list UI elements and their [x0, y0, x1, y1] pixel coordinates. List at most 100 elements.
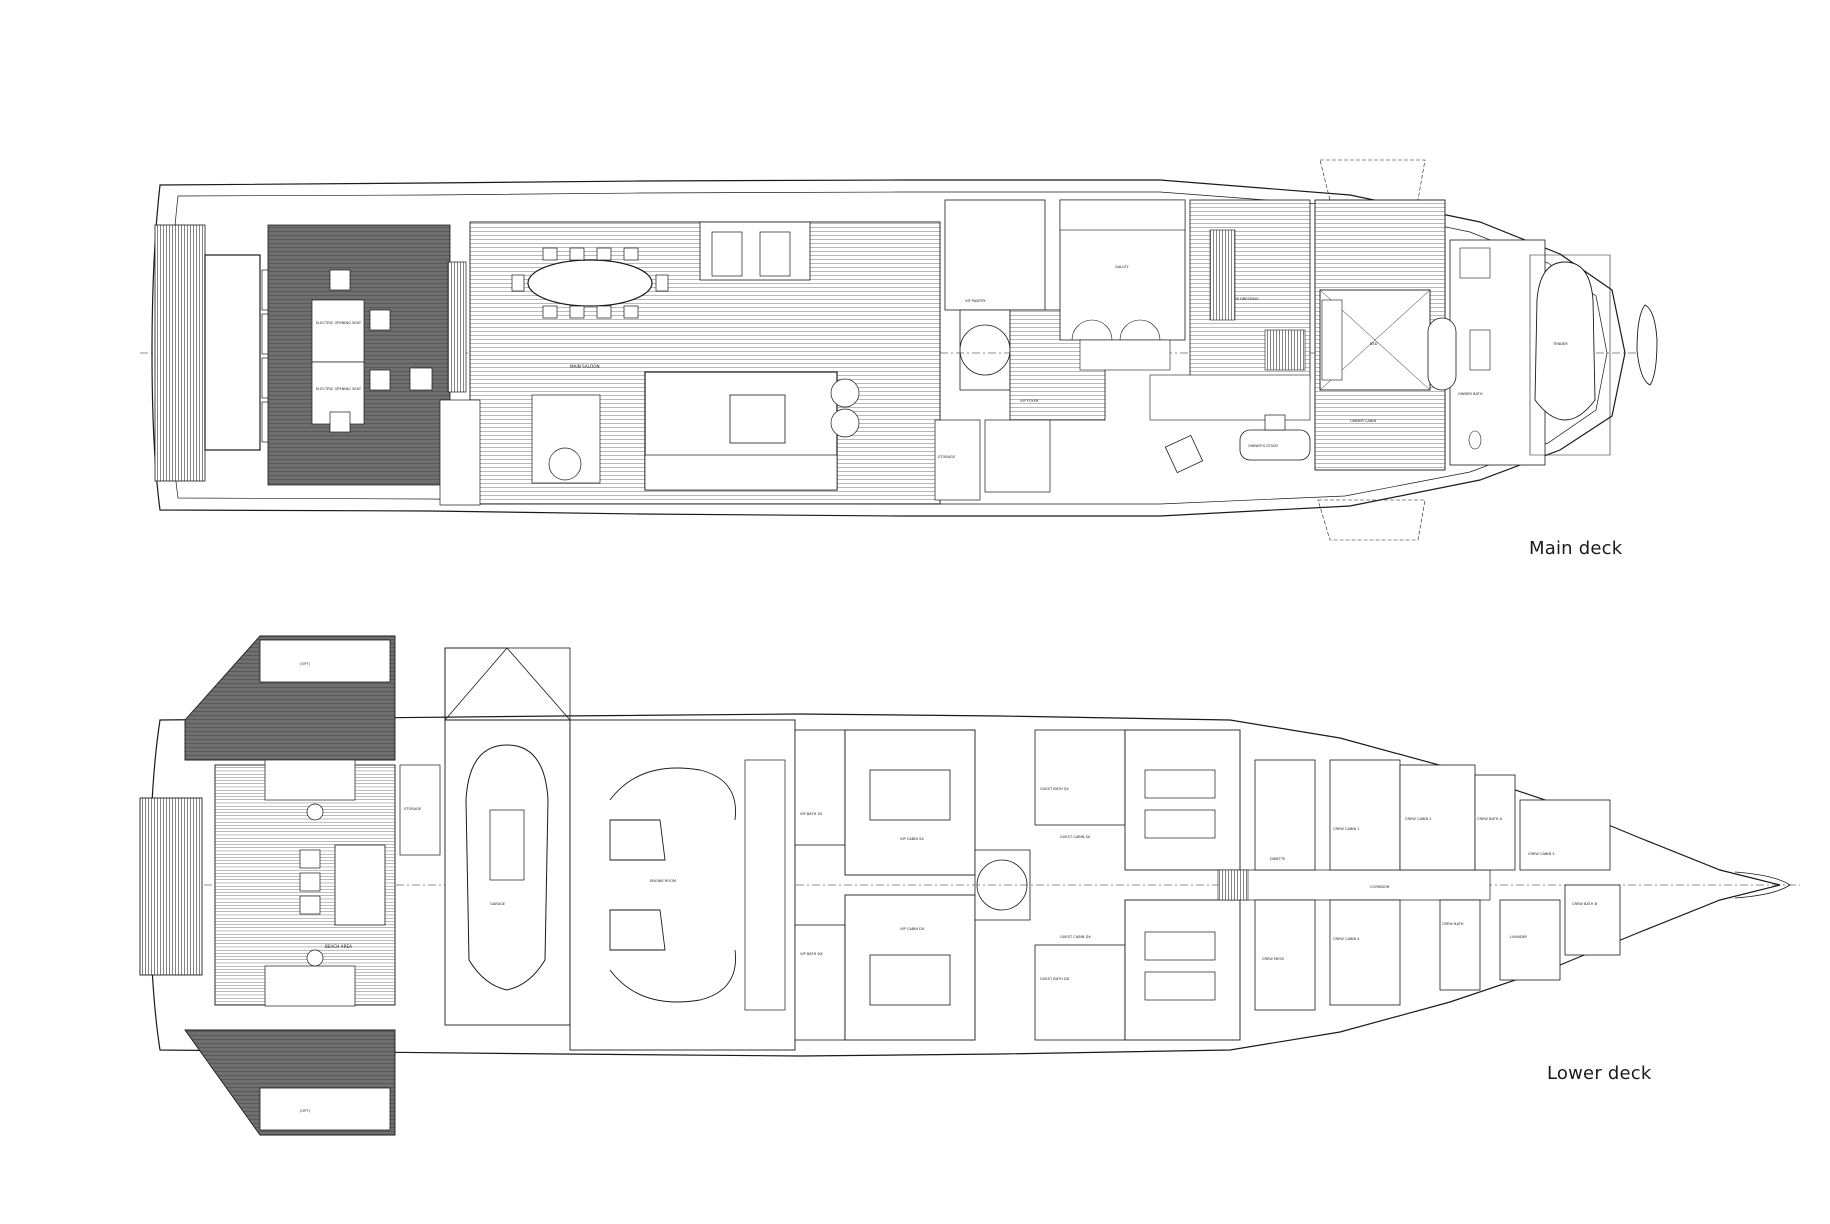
galley-counter-1 — [1059, 199, 1186, 231]
hatch — [409, 367, 433, 391]
opt-label-2: (OPT) — [300, 1109, 311, 1113]
dinette-label: DINETTE — [1270, 857, 1286, 861]
dining-table — [527, 259, 653, 307]
saloon-sideboard — [447, 261, 467, 393]
galley-label: GALLEY — [1115, 265, 1130, 269]
spiral-stair — [959, 309, 1011, 391]
electric-seat-label-2: ELECTRIC OPENING SEAT — [316, 387, 362, 391]
crew-bath-b-label: CREW BATH — [1442, 922, 1464, 926]
crew-cabin-4-label: CREW CABIN 4 — [1333, 937, 1360, 941]
owner-pillows — [1321, 299, 1343, 381]
crew-bath-a-label: CREW BATH A — [1477, 817, 1503, 821]
wardrobe-1 — [1209, 229, 1236, 321]
owner-dressing-label: OWNER DRESSING — [1225, 297, 1259, 301]
lower-swim-platform — [139, 797, 203, 976]
main-deck: ELECTRIC OPENING SEAT ELECTRIC OPENING S… — [140, 159, 1658, 541]
guest-bed-dx-2 — [1144, 971, 1216, 1001]
crew-mess-label: CREW MESS — [1262, 957, 1285, 961]
crew-bath-a — [1474, 774, 1516, 871]
stool-2 — [369, 309, 391, 331]
owner-wc — [1468, 430, 1482, 450]
engine-port — [609, 767, 737, 861]
owner-chair — [1264, 414, 1286, 431]
tender-hull — [1534, 261, 1596, 421]
vip-cabin-dx-label: VIP CABIN DX — [900, 927, 925, 931]
crew-bath-b2 — [1564, 884, 1621, 956]
lounge-sofa-back — [644, 454, 838, 491]
main-deck-caption: Main deck — [1529, 538, 1623, 559]
lower-deck-caption: Lower deck — [1547, 1063, 1652, 1084]
guest-bath-sx-label: GUEST BATH SX — [1040, 787, 1069, 791]
beach-round-table-1 — [306, 803, 324, 821]
armchair-2 — [830, 408, 860, 438]
stool-4 — [329, 411, 351, 433]
vip-bath-sx-label: VIP BATH SX — [800, 812, 823, 816]
side-platform-stbd-bench — [259, 1087, 391, 1131]
galley-door-arc-1 — [1071, 319, 1113, 341]
guest-cabin-sx-label: GUEST CABIN SX — [1060, 835, 1091, 839]
vip-bath-dx-label: VIP BATH DX — [800, 952, 823, 956]
beach-storage — [399, 764, 441, 856]
guest-bed-sx-2 — [1144, 809, 1216, 839]
vip-cabin-sx-label: VIP CABIN SX — [900, 837, 924, 841]
crew-cabin-4 — [1329, 899, 1401, 1006]
guest-bed-sx-1 — [1144, 769, 1216, 799]
tender-label: TENDER — [1552, 342, 1568, 346]
stair-well-aft — [439, 399, 481, 506]
owner-basin — [1469, 329, 1491, 371]
side-opening-stbd — [1317, 499, 1426, 541]
ice-machine — [711, 231, 743, 277]
lower-corridor — [1239, 869, 1491, 901]
owner-bed-label: BED — [1370, 342, 1378, 346]
crew-cabin-1-label: CREW CABIN 1 — [1333, 827, 1360, 831]
beach-sofa-port — [264, 759, 356, 801]
engine-room-label: ENGINE ROOM — [650, 879, 676, 883]
crew-cabin-2-label: CREW CABIN 2 — [1405, 817, 1432, 821]
vip-pantry-room — [944, 199, 1046, 311]
beach-stool-3 — [299, 895, 321, 915]
vip-foyer-label: VIP FOYER — [1020, 399, 1039, 403]
side-platform-port-bench — [259, 639, 391, 683]
crew-stair — [1217, 869, 1249, 901]
vip-bed-dx — [869, 954, 951, 1006]
vip-bed-sx — [869, 769, 951, 821]
engine-room-console — [744, 759, 786, 1011]
guest-cabin-dx — [1124, 899, 1241, 1041]
main-saloon-label: MAIN SALOON — [570, 364, 600, 369]
wine-cooler — [759, 231, 791, 277]
crew-cabin-1 — [1329, 759, 1401, 871]
garage-hatch-top — [444, 647, 571, 721]
garage-tender-console — [489, 809, 525, 881]
electric-seat-label-1: ELECTRIC OPENING SEAT — [316, 321, 362, 325]
owner-bath-label: OWNER BATH — [1458, 392, 1483, 396]
lower-spiral-stair — [974, 849, 1031, 921]
storage-room-main — [934, 419, 981, 501]
armchair-1 — [830, 378, 860, 408]
foyer-stair — [984, 419, 1051, 493]
beach-storage-label: STORAGE — [404, 807, 422, 811]
crew-mess — [1254, 899, 1316, 1011]
engine-stbd — [609, 909, 737, 1003]
electric-seat-box-1 — [311, 299, 365, 363]
saloon-round-unit — [548, 447, 582, 481]
owner-armchair — [1164, 434, 1204, 474]
jetski — [1636, 304, 1658, 386]
crew-cabin-3 — [1519, 799, 1611, 871]
guest-cabin-dx-label: GUEST CABIN DX — [1060, 935, 1091, 939]
crew-bath-b2-label: CREW BATH B — [1572, 902, 1598, 906]
guest-bath-dx-label: GUEST BATH DX — [1040, 977, 1070, 981]
guest-bath-dx — [1034, 944, 1126, 1041]
guest-cabin-sx — [1124, 729, 1241, 871]
stool-3 — [369, 369, 391, 391]
beach-stool-1 — [299, 849, 321, 869]
bathtub — [1427, 317, 1457, 391]
crew-cabin-3-label: CREW CABIN 3 — [1528, 852, 1555, 856]
garage-hatch — [444, 647, 571, 721]
lower-deck: (OPT) (OPT) BEACH AREA STORAGE GARAGE EN… — [139, 635, 1800, 1136]
owner-desk-label: OWNER'S STUDY — [1248, 444, 1279, 448]
beach-round-table-2 — [306, 949, 324, 967]
corridor-main — [1149, 374, 1311, 421]
vip-bath-dx — [794, 924, 846, 1041]
garage-label: GARAGE — [490, 902, 506, 906]
